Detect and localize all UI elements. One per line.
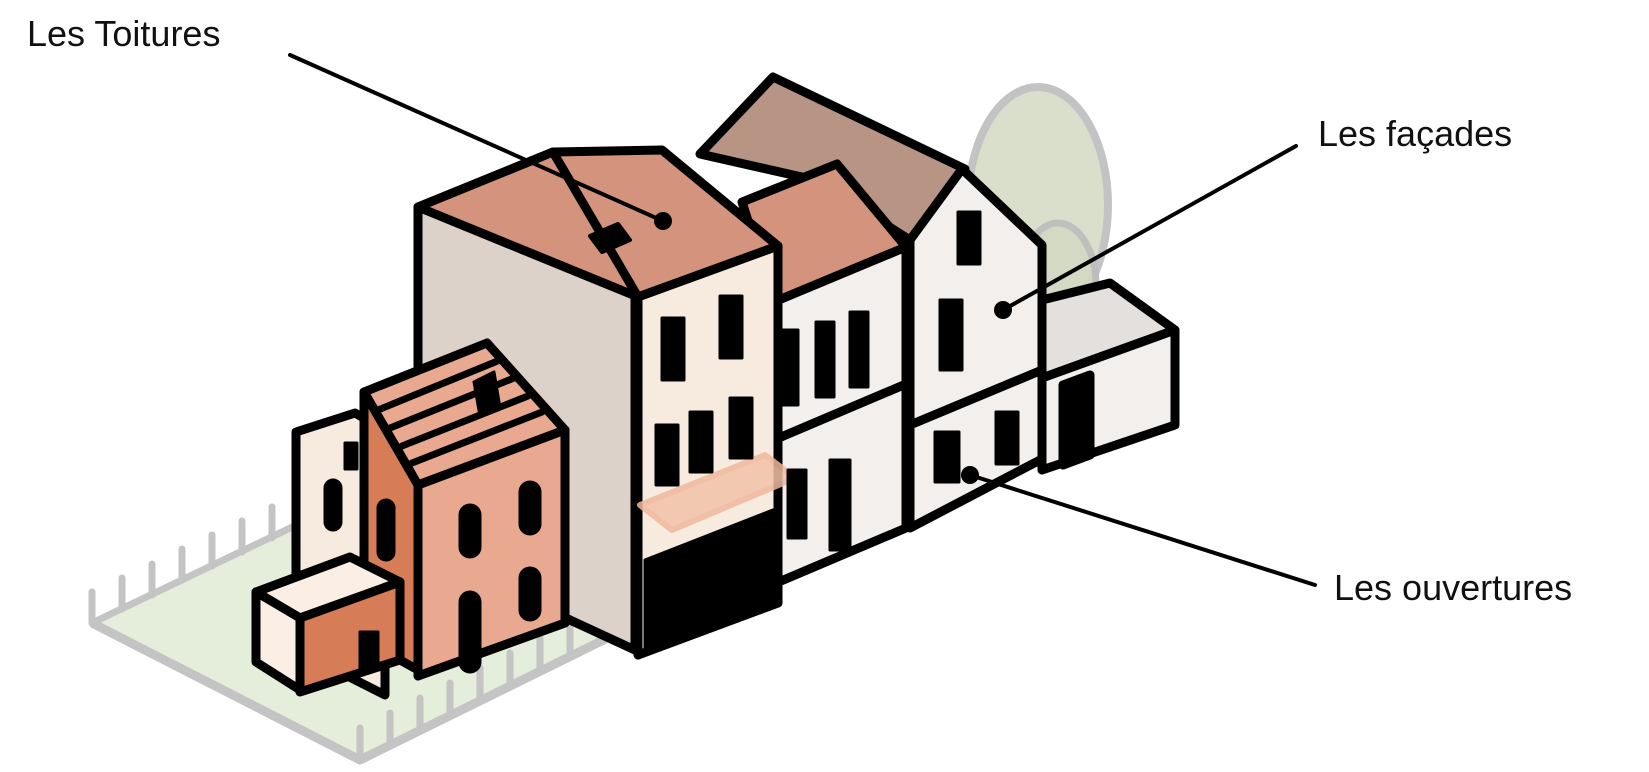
openings-leader-dot bbox=[961, 466, 979, 484]
right-annex bbox=[1042, 283, 1175, 470]
label-facades: Les façades bbox=[1318, 113, 1512, 154]
openings-leader-line bbox=[970, 475, 1315, 585]
roofs-leader-dot bbox=[654, 212, 672, 230]
label-roofs: Les Toitures bbox=[27, 13, 220, 54]
facades-leader-dot bbox=[994, 301, 1012, 319]
label-openings: Les ouvertures bbox=[1334, 567, 1572, 608]
annex-doorway bbox=[1063, 375, 1090, 465]
